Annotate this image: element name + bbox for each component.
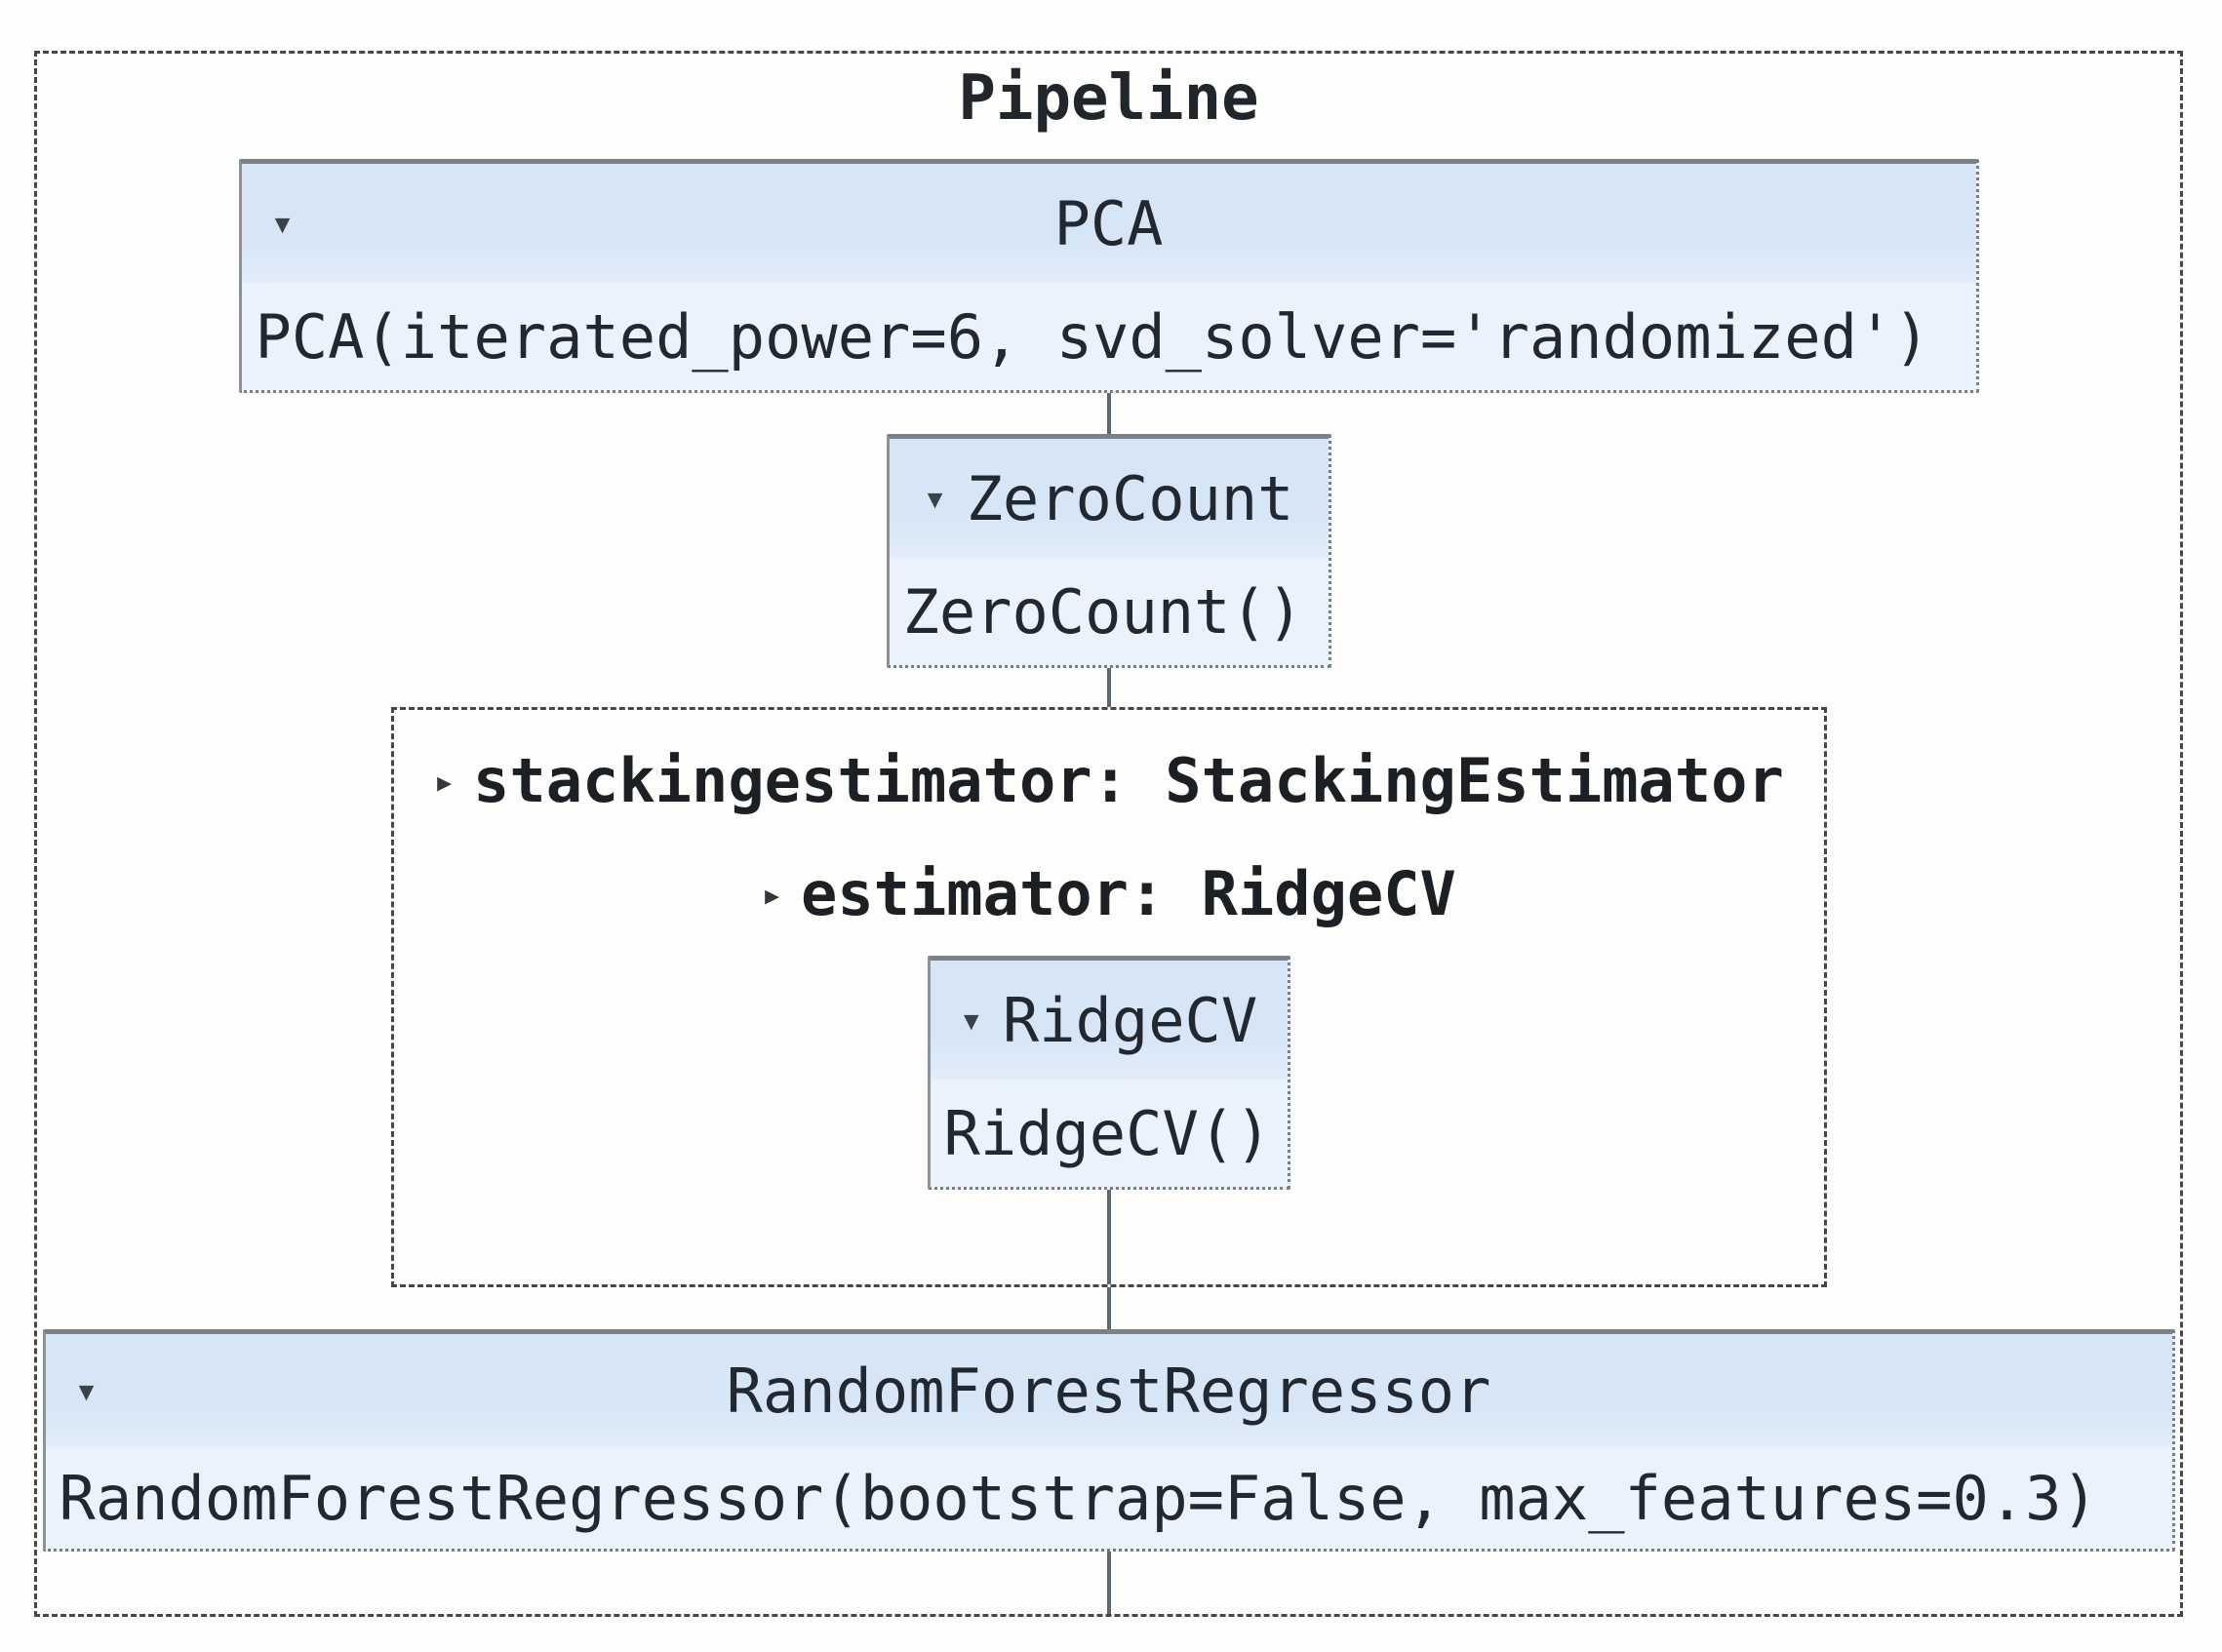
expand-arrow-icon: ▸ <box>761 873 783 916</box>
pca-name: PCA <box>1053 187 1164 259</box>
estimator-box-zerocount: ▾ ZeroCount ZeroCount() <box>886 434 1331 668</box>
ridgecv-toggle-header[interactable]: ▾ RidgeCV <box>930 961 1288 1080</box>
ridgecv-params: RidgeCV() <box>930 1080 1288 1187</box>
zerocount-name: ZeroCount <box>966 462 1294 534</box>
connector-line <box>1106 1552 1111 1614</box>
pipeline-container: Pipeline ▾ PCA PCA(iterated_power=6, svd… <box>34 51 2183 1617</box>
connector-line <box>1106 393 1111 434</box>
randomforest-params: RandomForestRegressor(bootstrap=False, m… <box>45 1447 2172 1549</box>
pipeline-title[interactable]: Pipeline <box>958 62 1259 135</box>
pca-params: PCA(iterated_power=6, svd_solver='random… <box>241 283 1976 390</box>
connector-line <box>1106 668 1111 707</box>
estimator-box-pca: ▾ PCA PCA(iterated_power=6, svd_solver='… <box>238 159 1979 393</box>
estimator-label[interactable]: ▸ estimator: RidgeCV <box>761 858 1456 930</box>
zerocount-params: ZeroCount() <box>889 558 1329 665</box>
collapse-arrow-icon: ▾ <box>923 476 947 521</box>
connector-line <box>1106 1287 1111 1329</box>
collapse-arrow-icon: ▾ <box>74 1368 99 1413</box>
collapse-arrow-icon: ▾ <box>270 201 295 246</box>
zerocount-toggle-header[interactable]: ▾ ZeroCount <box>889 439 1329 558</box>
stackingestimator-label[interactable]: ▸ stackingestimator: StackingEstimator <box>433 745 1784 817</box>
collapse-arrow-icon: ▾ <box>959 998 983 1042</box>
estimator-box-ridgecv: ▾ RidgeCV RidgeCV() <box>927 956 1290 1190</box>
randomforest-toggle-header[interactable]: ▾ RandomForestRegressor <box>45 1334 2172 1447</box>
randomforest-name: RandomForestRegressor <box>726 1355 1491 1427</box>
expand-arrow-icon: ▸ <box>433 760 456 803</box>
stackingestimator-label-text: stackingestimator: StackingEstimator <box>473 745 1784 816</box>
connector-line <box>1106 1190 1111 1284</box>
pca-toggle-header[interactable]: ▾ PCA <box>241 164 1976 283</box>
estimator-label-text: estimator: RidgeCV <box>801 858 1456 929</box>
estimator-box-randomforestregressor: ▾ RandomForestRegressor RandomForestRegr… <box>42 1329 2175 1552</box>
stackingestimator-container: ▸ stackingestimator: StackingEstimator ▸… <box>390 707 1827 1287</box>
ridgecv-name: RidgeCV <box>1002 984 1258 1056</box>
